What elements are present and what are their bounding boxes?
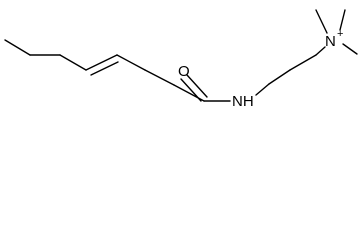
bond-nplus-me-left <box>315 9 328 34</box>
bond-cc-nplus <box>315 46 326 56</box>
bond-c8-c7 <box>4 39 31 56</box>
bond-co-double-b <box>186 74 208 98</box>
amide-nh-label: NH <box>232 93 254 110</box>
bond-cb-cc <box>289 54 317 71</box>
atom-labels: O NH N + <box>178 28 343 110</box>
bond-nplus-me-right <box>342 43 358 55</box>
bond-co-double-a <box>180 78 202 102</box>
bond-c4-c3 <box>116 54 146 71</box>
bond-c3-c2 <box>144 69 175 86</box>
bond-c6-c5 <box>59 54 87 71</box>
bond-n-ca <box>255 83 270 96</box>
ammonium-n-label: N <box>325 33 336 50</box>
bond-c5-c4-double-a <box>85 54 118 71</box>
bond-nplus-me-up <box>339 9 346 31</box>
oxygen-label: O <box>178 63 190 80</box>
positive-charge-label: + <box>337 28 343 40</box>
bond-lines <box>4 9 358 102</box>
bond-c5-c4-double-b <box>90 61 119 76</box>
bond-ca-cb <box>268 69 291 85</box>
molecule-structure: O NH N + <box>4 9 358 110</box>
